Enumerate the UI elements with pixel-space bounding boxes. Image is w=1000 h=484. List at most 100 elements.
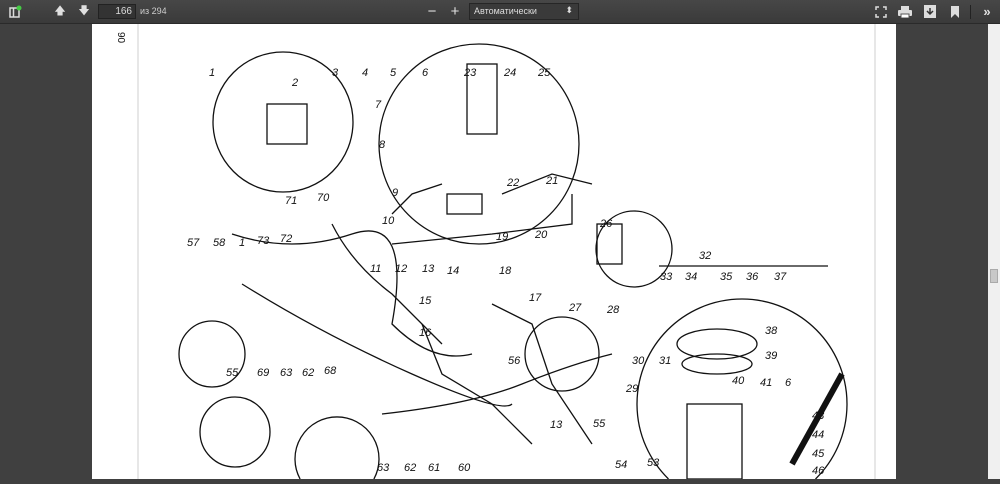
part-label: 31 — [659, 355, 671, 367]
arrow-down-icon: 🡇 — [78, 5, 90, 17]
fullscreen-button[interactable] — [873, 0, 889, 23]
part-label: 39 — [765, 350, 777, 362]
detail-circle — [378, 43, 580, 245]
part-label: 12 — [395, 263, 407, 275]
part-label: 25 — [537, 67, 551, 79]
part-label: 45 — [812, 448, 825, 460]
part-label: 13 — [422, 263, 435, 275]
part-label: 36 — [746, 271, 759, 283]
part-label: 14 — [447, 265, 459, 277]
filter-gasket — [681, 353, 753, 375]
part-label: 70 — [317, 192, 330, 204]
part-label: 56 — [508, 355, 521, 367]
part-label: 1 — [239, 237, 245, 249]
part-label: 29 — [625, 383, 638, 395]
part-label: 58 — [213, 237, 226, 249]
pipe-line — [491, 303, 593, 445]
download-icon — [924, 5, 936, 18]
part-label: 68 — [324, 365, 337, 377]
part-label: 63 — [280, 367, 293, 379]
part-label: 17 — [529, 292, 542, 304]
part-label: 61 — [428, 462, 440, 474]
part-label: 7 — [375, 99, 382, 111]
pipe-line — [231, 230, 473, 357]
part-label: 3 — [332, 67, 339, 79]
part-label: 22 — [506, 177, 519, 189]
select-arrows-icon: ⬍ — [565, 5, 573, 15]
sidebar-toggle-button[interactable] — [6, 0, 24, 23]
tools-button[interactable]: » — [978, 0, 996, 23]
part-label: 53 — [647, 457, 660, 469]
detail-circle — [294, 416, 380, 480]
detail-circle — [178, 320, 246, 388]
fitting-body — [446, 193, 483, 215]
part-label: 5 — [390, 67, 397, 79]
pipe-line — [421, 323, 533, 445]
vertical-scrollbar[interactable] — [988, 24, 1000, 479]
part-label: 18 — [499, 265, 512, 277]
part-label: 33 — [660, 271, 673, 283]
bookmark-icon — [951, 5, 959, 18]
zoom-value: Автоматически — [474, 6, 537, 16]
part-label: 9 — [392, 187, 398, 199]
part-label: 2 — [291, 77, 298, 89]
pipe-line — [391, 194, 573, 245]
part-label: 38 — [765, 325, 778, 337]
part-label: 73 — [257, 235, 270, 247]
toolbar-separator — [970, 5, 971, 19]
part-label: 62 — [404, 462, 416, 474]
page-total: из 294 — [140, 6, 167, 16]
part-label: 24 — [503, 67, 516, 79]
part-label: 35 — [720, 271, 733, 283]
scrollbar-thumb[interactable] — [990, 269, 998, 283]
part-label: 55 — [593, 418, 606, 430]
sidebar-icon — [9, 5, 22, 18]
part-label: 32 — [699, 250, 711, 262]
part-label: 62 — [302, 367, 314, 379]
next-page-button[interactable]: 🡇 — [76, 0, 92, 23]
part-label: 30 — [632, 355, 645, 367]
download-button[interactable] — [922, 0, 938, 23]
part-label: 44 — [812, 429, 824, 441]
fullscreen-icon — [875, 5, 887, 18]
part-label: 6 — [785, 377, 792, 389]
part-label: 28 — [606, 304, 620, 316]
part-label: 11 — [370, 263, 381, 275]
part-label: 10 — [382, 215, 395, 227]
part-label: 41 — [760, 377, 772, 389]
page-number-input[interactable] — [98, 4, 136, 19]
part-label: 15 — [419, 295, 432, 307]
filter-cap — [676, 328, 758, 360]
part-label: 72 — [280, 233, 292, 245]
bookmark-button[interactable] — [948, 0, 962, 23]
part-label: 46 — [812, 465, 825, 477]
pipe-line — [381, 353, 613, 415]
pipe-line — [331, 223, 443, 345]
part-label: 27 — [568, 302, 582, 314]
detail-circle — [636, 298, 848, 480]
pipe-line — [501, 173, 593, 195]
bracket-part — [266, 103, 308, 145]
part-label: 40 — [732, 375, 745, 387]
valve-body — [596, 223, 623, 265]
detail-circle — [199, 396, 271, 468]
part-label: 21 — [545, 175, 558, 187]
piston-rod — [789, 372, 845, 466]
zoom-in-button[interactable]: + — [450, 3, 460, 20]
valve-block — [466, 63, 498, 135]
print-button[interactable] — [897, 0, 913, 23]
zoom-select[interactable]: Автоматически ⬍ — [469, 3, 579, 20]
part-label: 6 — [422, 67, 429, 79]
part-label: 54 — [615, 459, 627, 471]
part-label: 37 — [774, 271, 787, 283]
part-label: 57 — [187, 237, 200, 249]
zoom-out-button[interactable]: − — [427, 3, 437, 20]
detail-circle — [212, 51, 354, 193]
part-label: 60 — [458, 462, 471, 474]
previous-page-button[interactable]: 🡅 — [52, 0, 68, 23]
part-label: 43 — [812, 410, 825, 422]
pipe-line — [391, 183, 443, 215]
part-label: 19 — [496, 231, 508, 243]
